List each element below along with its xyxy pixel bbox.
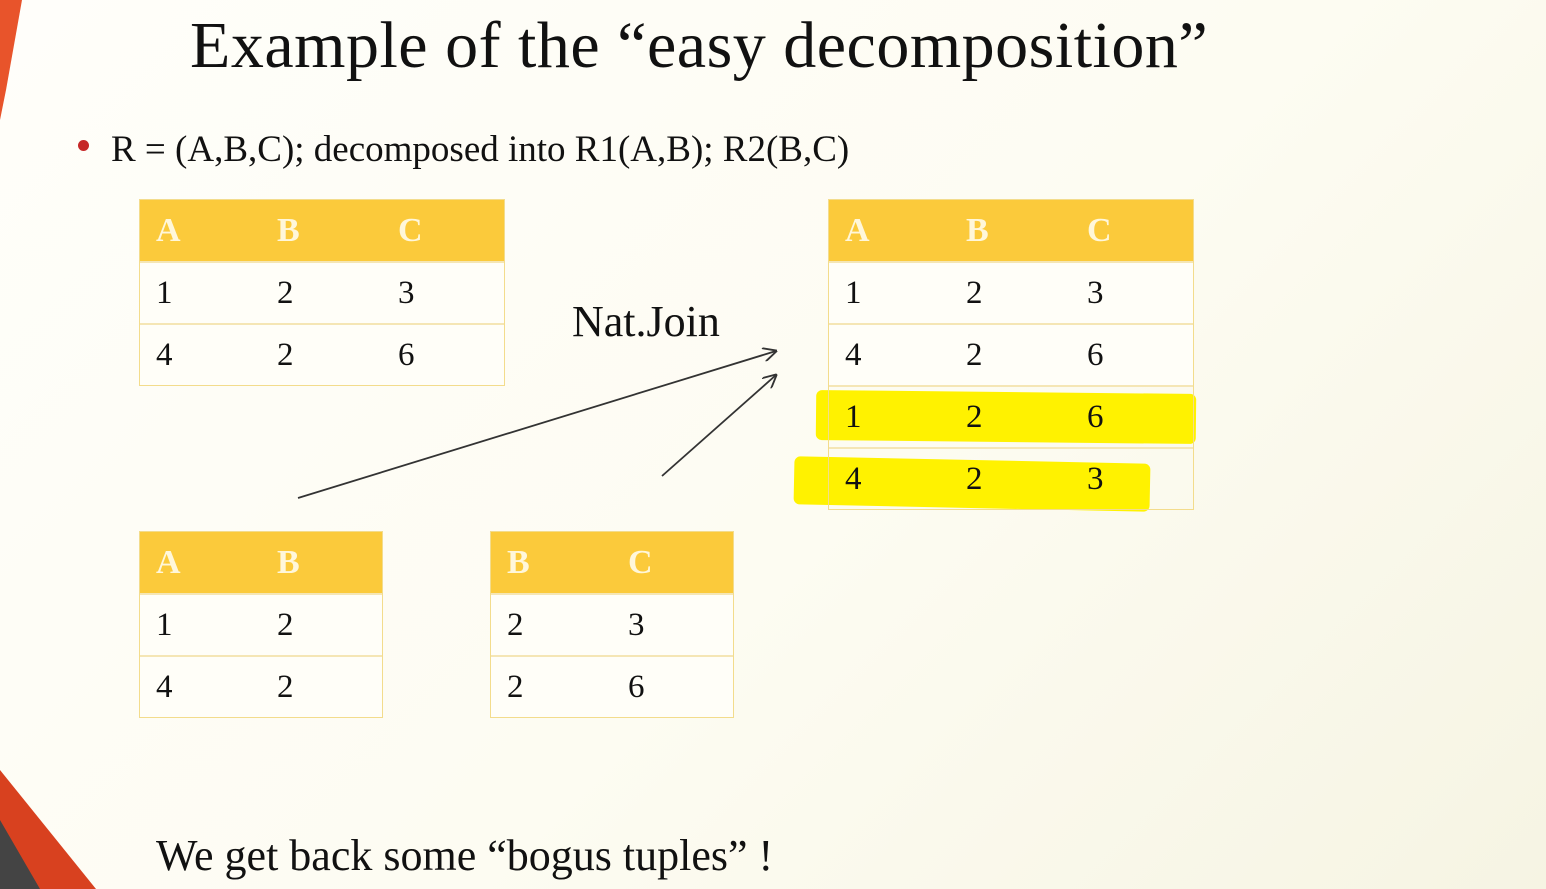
table-cell: 4 bbox=[140, 655, 261, 717]
table-row: 1 2 3 bbox=[140, 261, 504, 324]
slide-title: Example of the “easy decomposition” bbox=[190, 9, 1209, 82]
column-header: A bbox=[140, 200, 261, 262]
table-row: 4 2 6 bbox=[829, 323, 1193, 386]
nat-join-label: Nat.Join bbox=[572, 297, 720, 346]
table-cell: 2 bbox=[261, 655, 382, 717]
table-cell: 2 bbox=[261, 261, 382, 324]
table-header-row: B C bbox=[491, 532, 733, 594]
table-row: 4 2 bbox=[140, 655, 382, 717]
table-header-row: A B C bbox=[829, 200, 1193, 262]
table-cell: 3 bbox=[1071, 261, 1193, 324]
table-row: 2 6 bbox=[491, 655, 733, 717]
column-header: B bbox=[491, 532, 612, 594]
column-header: A bbox=[829, 200, 950, 262]
column-header: C bbox=[612, 532, 733, 594]
table-cell: 1 bbox=[829, 385, 950, 448]
table-cell: 4 bbox=[829, 447, 950, 509]
table-row: 4 2 6 bbox=[140, 323, 504, 385]
column-header: A bbox=[140, 532, 261, 594]
column-header: B bbox=[261, 200, 382, 262]
table-cell: 2 bbox=[261, 593, 382, 656]
table-cell: 6 bbox=[382, 323, 504, 385]
table-cell: 6 bbox=[1071, 323, 1193, 386]
table-row: 1 2 bbox=[140, 593, 382, 656]
table-cell: 2 bbox=[950, 385, 1071, 448]
table-header-row: A B C bbox=[140, 200, 504, 262]
column-header: C bbox=[382, 200, 504, 262]
table-cell: 3 bbox=[612, 593, 733, 656]
table-cell: 2 bbox=[491, 655, 612, 717]
table-joined-relation: A B C 1 2 3 4 2 6 1 2 6 4 2 3 bbox=[829, 200, 1193, 509]
table-row-bogus: 4 2 3 bbox=[829, 447, 1193, 509]
bullet-item: R = (A,B,C); decomposed into R1(A,B); R2… bbox=[78, 128, 849, 171]
column-header: C bbox=[1071, 200, 1193, 262]
table-cell: 1 bbox=[140, 593, 261, 656]
table-cell: 3 bbox=[1071, 447, 1193, 509]
table-cell: 6 bbox=[1071, 385, 1193, 448]
bullet-text: R = (A,B,C); decomposed into R1(A,B); R2… bbox=[111, 129, 850, 170]
table-r2: B C 2 3 2 6 bbox=[491, 532, 733, 717]
table-cell: 2 bbox=[950, 447, 1071, 509]
table-cell: 2 bbox=[950, 261, 1071, 324]
table-cell: 4 bbox=[829, 323, 950, 386]
table-row-bogus: 1 2 6 bbox=[829, 385, 1193, 448]
table-cell: 1 bbox=[829, 261, 950, 324]
table-cell: 2 bbox=[261, 323, 382, 385]
table-cell: 2 bbox=[491, 593, 612, 656]
table-row: 1 2 3 bbox=[829, 261, 1193, 324]
table-r1: A B 1 2 4 2 bbox=[140, 532, 382, 717]
column-header: B bbox=[261, 532, 382, 594]
arrow-from-r2 bbox=[661, 375, 776, 477]
table-cell: 6 bbox=[612, 655, 733, 717]
table-header-row: A B bbox=[140, 532, 382, 594]
table-row: 2 3 bbox=[491, 593, 733, 656]
table-cell: 3 bbox=[382, 261, 504, 324]
table-cell: 2 bbox=[950, 323, 1071, 386]
bullet-dot-icon bbox=[78, 140, 89, 151]
table-cell: 1 bbox=[140, 261, 261, 324]
column-header: B bbox=[950, 200, 1071, 262]
table-original-relation: A B C 1 2 3 4 2 6 bbox=[140, 200, 504, 385]
table-cell: 4 bbox=[140, 323, 261, 385]
conclusion-text: We get back some “bogus tuples” ! bbox=[156, 831, 774, 880]
